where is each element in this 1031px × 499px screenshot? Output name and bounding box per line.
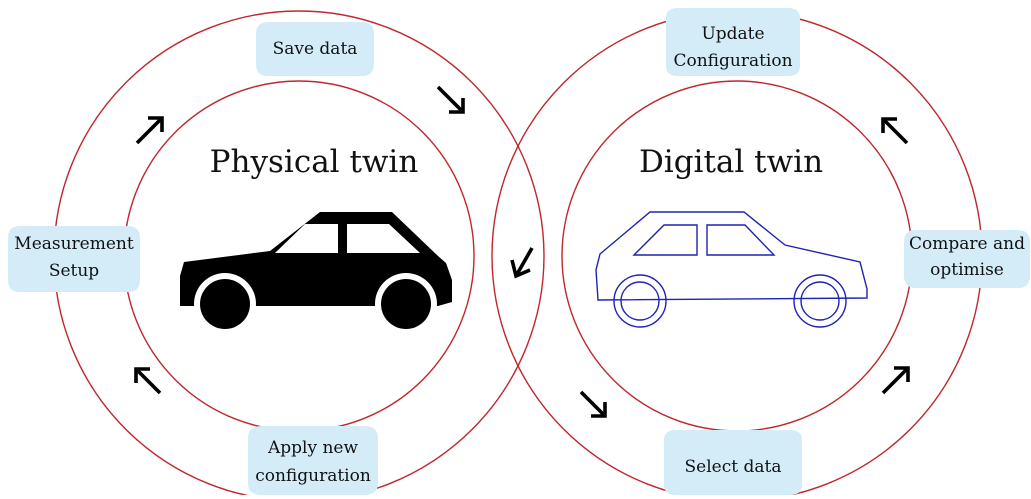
node-update-configuration: Update Configuration: [666, 8, 800, 76]
node-compare-label-2: optimise: [930, 260, 1004, 280]
car-solid-icon: [180, 212, 452, 335]
node-apply-label-2: configuration: [255, 466, 371, 486]
arrow-icon: [135, 116, 164, 145]
arrow-icon: [579, 390, 607, 418]
node-update-label-1: Update: [701, 24, 764, 44]
arrow-icon: [134, 367, 162, 395]
node-measurement-label-1: Measurement: [14, 234, 134, 254]
digital-inner-ring: [561, 80, 913, 432]
arrow-icon: [510, 247, 534, 279]
node-compare-label-1: Compare and: [909, 234, 1025, 254]
arrow-icon: [436, 85, 465, 114]
node-select-data: Select data: [664, 430, 802, 495]
node-update-label-2: Configuration: [673, 51, 792, 71]
node-save-label: Save data: [273, 39, 358, 59]
node-apply-configuration: Apply new configuration: [248, 426, 378, 495]
node-save-data: Save data: [256, 22, 374, 76]
arrow-icon: [881, 366, 910, 395]
arrow-icon: [881, 117, 909, 145]
node-measurement-setup: Measurement Setup: [8, 226, 140, 292]
node-select-label: Select data: [685, 457, 782, 477]
digital-twin-title: Digital twin: [639, 144, 823, 180]
car-outline-icon: [595, 211, 868, 328]
node-compare-optimise: Compare and optimise: [904, 230, 1030, 288]
node-measurement-label-2: Setup: [49, 261, 99, 281]
physical-twin-title: Physical twin: [210, 144, 419, 180]
node-apply-label-1: Apply new: [267, 438, 358, 458]
